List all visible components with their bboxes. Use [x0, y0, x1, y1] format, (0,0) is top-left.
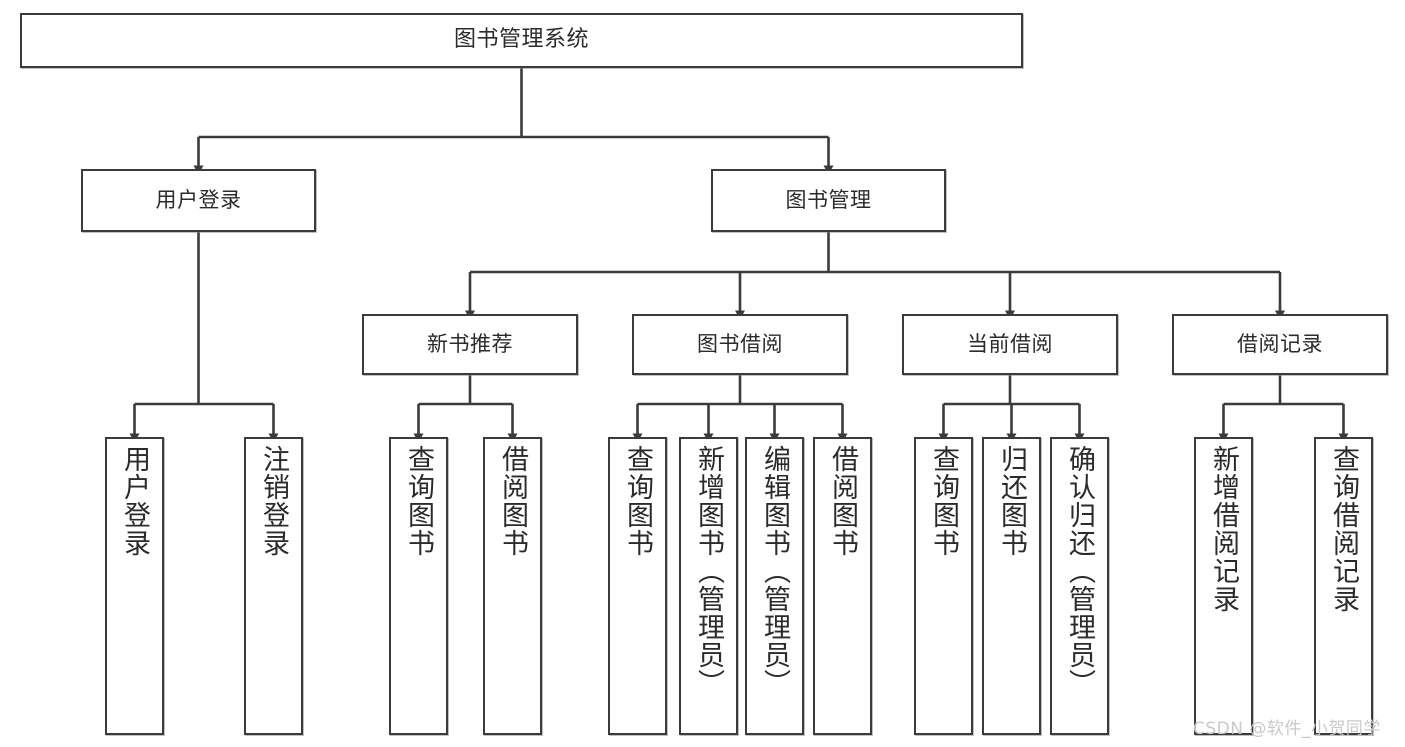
- node-leaf-query-book-2-label: 查询图书: [622, 445, 653, 557]
- node-leaf-user-login-label: 用户登录: [119, 445, 150, 557]
- node-leaf-logout[interactable]: 注销登录: [244, 437, 303, 735]
- node-borrow-record-label: 借阅记录: [1237, 331, 1323, 356]
- node-leaf-query-book-3[interactable]: 查询图书: [914, 437, 973, 735]
- node-leaf-query-book-1-label: 查询图书: [403, 445, 434, 557]
- node-root[interactable]: 图书管理系统: [20, 13, 1023, 68]
- node-leaf-logout-label: 注销登录: [258, 445, 289, 557]
- node-leaf-query-book-3-label: 查询图书: [928, 445, 959, 557]
- node-leaf-user-login[interactable]: 用户登录: [105, 437, 164, 735]
- node-book-borrow-label: 图书借阅: [697, 331, 783, 356]
- node-leaf-borrow-book-1-label: 借阅图书: [497, 445, 528, 557]
- node-leaf-borrow-book-2[interactable]: 借阅图书: [813, 437, 872, 735]
- node-borrow-record[interactable]: 借阅记录: [1172, 314, 1388, 375]
- node-book-manage-label: 图书管理: [785, 187, 872, 212]
- node-current-borrow-label: 当前借阅: [967, 331, 1053, 356]
- node-book-manage[interactable]: 图书管理: [711, 169, 946, 232]
- node-leaf-query-record[interactable]: 查询借阅记录: [1314, 437, 1373, 735]
- node-leaf-query-book-1[interactable]: 查询图书: [389, 437, 448, 735]
- node-new-book-rec[interactable]: 新书推荐: [362, 314, 578, 375]
- node-leaf-add-book[interactable]: 新增图书（管理员）: [679, 437, 738, 735]
- node-current-borrow[interactable]: 当前借阅: [902, 314, 1118, 375]
- node-leaf-add-book-label: 新增图书（管理员）: [693, 445, 724, 697]
- node-book-borrow[interactable]: 图书借阅: [632, 314, 848, 375]
- node-leaf-edit-book[interactable]: 编辑图书（管理员）: [745, 437, 804, 735]
- node-leaf-query-record-label: 查询借阅记录: [1328, 445, 1359, 613]
- node-leaf-confirm-return[interactable]: 确认归还（管理员）: [1050, 437, 1109, 735]
- node-leaf-return-book[interactable]: 归还图书: [982, 437, 1041, 735]
- node-leaf-add-record-label: 新增借阅记录: [1208, 445, 1239, 613]
- csdn-watermark: CSDN @软件_小贺同学: [1193, 719, 1381, 739]
- node-user-login-label: 用户登录: [155, 187, 242, 212]
- node-leaf-add-record[interactable]: 新增借阅记录: [1194, 437, 1253, 735]
- node-user-login[interactable]: 用户登录: [81, 169, 316, 232]
- node-leaf-return-book-label: 归还图书: [996, 445, 1027, 557]
- node-new-book-rec-label: 新书推荐: [427, 331, 513, 356]
- node-root-label: 图书管理系统: [453, 27, 589, 53]
- node-leaf-confirm-return-label: 确认归还（管理员）: [1064, 445, 1095, 697]
- node-leaf-edit-book-label: 编辑图书（管理员）: [759, 445, 790, 697]
- node-leaf-query-book-2[interactable]: 查询图书: [608, 437, 667, 735]
- node-leaf-borrow-book-2-label: 借阅图书: [827, 445, 858, 557]
- node-leaf-borrow-book-1[interactable]: 借阅图书: [483, 437, 542, 735]
